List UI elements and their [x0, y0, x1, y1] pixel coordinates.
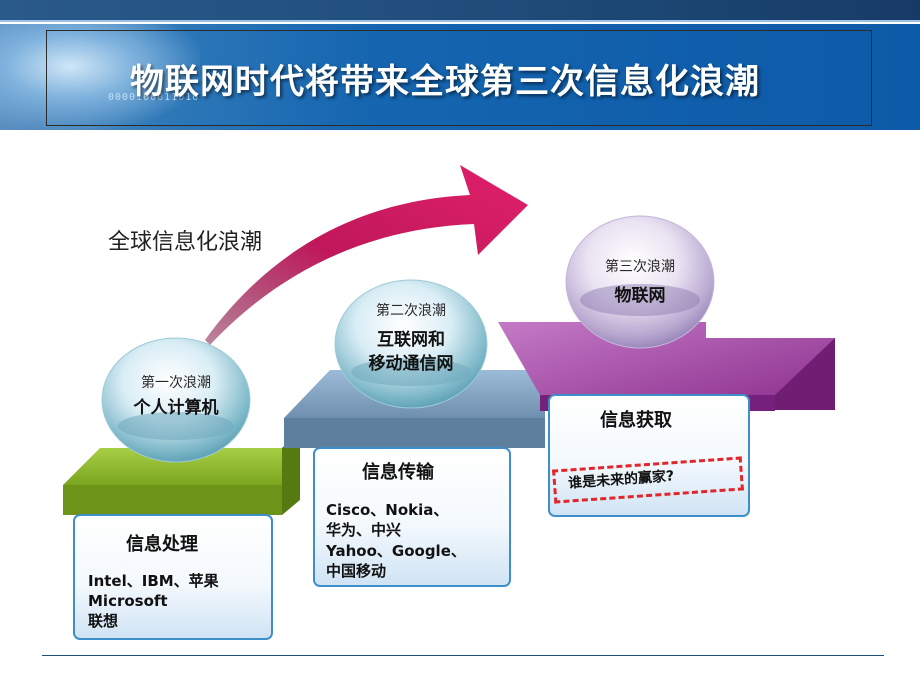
- banner-frame: [46, 30, 872, 126]
- top-stripe: [0, 0, 920, 22]
- wave-2-orb: [334, 279, 488, 409]
- wave-1-orb: [101, 337, 251, 463]
- wave-2-company-line-2: 华为、中兴: [326, 521, 402, 539]
- wave-1-orb-title: 个人计算机: [133, 398, 219, 418]
- wave-1-company-line-3: 联想: [88, 612, 119, 630]
- wave-2-company-line-1: Cisco、Nokia、: [326, 501, 449, 519]
- page-title: 物联网时代将带来全球第三次信息化浪潮: [130, 62, 760, 102]
- title-banner: 0000100011010 物联网时代将带来全球第三次信息化浪潮: [0, 24, 920, 130]
- banner-decoration: [0, 24, 200, 130]
- wave-2-box-title: 信息传输: [362, 462, 434, 483]
- wave-3-orb: [565, 215, 715, 349]
- wave-1-company-line-2: Microsoft: [88, 592, 168, 610]
- wave-3-block: [498, 322, 835, 517]
- wave-2-orb-title-line1: 互联网和: [377, 330, 445, 350]
- wave-arrow: [205, 165, 528, 345]
- wave-2-orb-caption: 第二次浪潮: [376, 303, 446, 319]
- wave-3-orb-title: 物联网: [614, 286, 666, 306]
- wave-1-company-line-1: Intel、IBM、苹果: [88, 572, 219, 590]
- wave-3-orb-caption: 第三次浪潮: [605, 259, 675, 275]
- wave-2-orb-title-line2: 移动通信网: [368, 354, 454, 374]
- binary-decoration: 0000100011010: [108, 92, 200, 103]
- footer-divider: [42, 655, 884, 656]
- wave-2-company-line-4: 中国移动: [326, 562, 387, 580]
- wave-1-orb-caption: 第一次浪潮: [141, 375, 211, 391]
- wave-2-company-line-3: Yahoo、Google、: [326, 542, 466, 560]
- wave-3-box-title: 信息获取: [600, 410, 672, 431]
- arrow-label: 全球信息化浪潮: [108, 230, 263, 255]
- wave-1-box-title: 信息处理: [126, 534, 198, 555]
- wave-1-block: [63, 430, 300, 640]
